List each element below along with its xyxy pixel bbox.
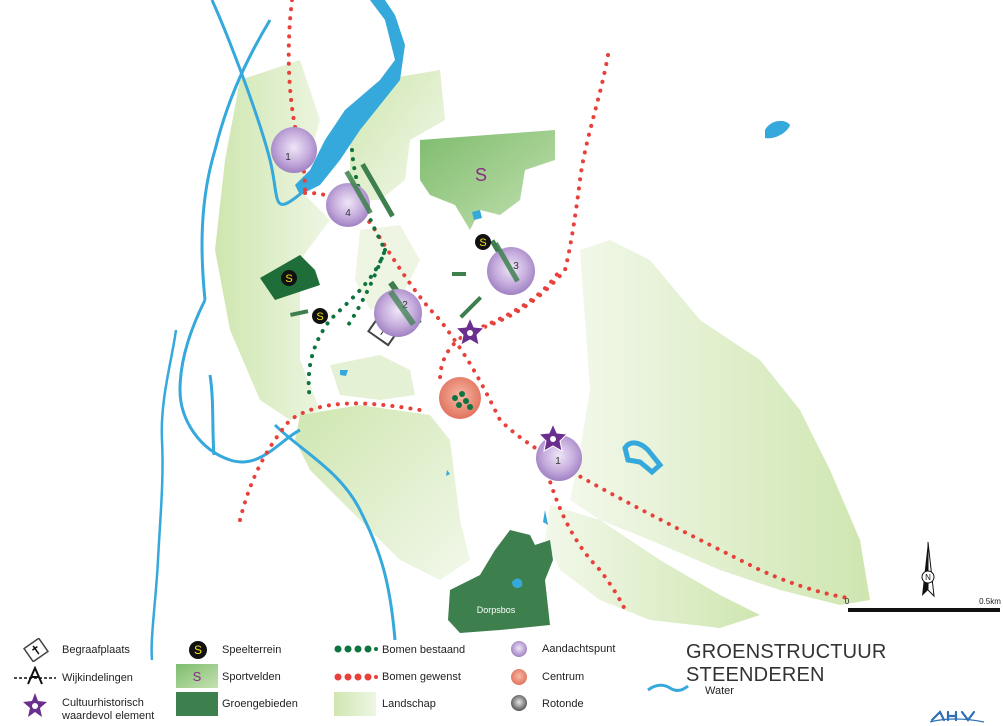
dorpsbos-label: Dorpsbos bbox=[477, 605, 516, 615]
heritage-star-center bbox=[454, 316, 486, 346]
green-strip-1 bbox=[290, 309, 309, 317]
logo-icon bbox=[930, 710, 985, 723]
legend-playground-label: Speelterrein bbox=[222, 644, 282, 656]
star-icon bbox=[23, 693, 47, 717]
legend: Begraafplaats Wijkindelingen Cultuurhist… bbox=[0, 630, 1003, 726]
svg-text:3: 3 bbox=[513, 261, 519, 272]
pond-small-2 bbox=[340, 370, 348, 376]
pond-small-4 bbox=[446, 470, 450, 476]
pond-small bbox=[472, 210, 482, 220]
green-strip-2 bbox=[452, 272, 466, 276]
svg-text:S: S bbox=[194, 643, 202, 657]
landscape-west bbox=[215, 60, 330, 420]
attention-point-1-north: 1 bbox=[271, 127, 317, 173]
district-line-icon bbox=[14, 666, 56, 685]
landscape-small bbox=[330, 355, 415, 400]
landscape-icon bbox=[334, 692, 376, 716]
legend-district-label: Wijkindelingen bbox=[62, 672, 133, 684]
river-south bbox=[273, 423, 397, 641]
legend-center-label: Centrum bbox=[542, 671, 585, 683]
sportsfield-label: S bbox=[475, 165, 487, 185]
attention-point-icon bbox=[511, 641, 527, 657]
river-bend bbox=[295, 0, 405, 195]
center-point bbox=[439, 377, 481, 419]
roundabout-icon bbox=[511, 695, 527, 711]
landscape-east bbox=[570, 240, 870, 605]
legend-roundabout-label: Rotonde bbox=[542, 698, 584, 710]
scale-bar: 0 0.5km bbox=[845, 597, 1001, 612]
existing-trees-icon bbox=[334, 645, 378, 653]
legend-greenarea-label: Groengebieden bbox=[222, 698, 298, 710]
scale-start: 0 bbox=[845, 597, 850, 606]
cemetery-icon bbox=[22, 638, 50, 662]
green-strip-4 bbox=[360, 163, 395, 218]
green-area-dorpsbos bbox=[448, 530, 553, 633]
svg-text:S: S bbox=[193, 669, 202, 684]
svg-text:S: S bbox=[316, 311, 323, 323]
svg-text:N: N bbox=[925, 573, 931, 582]
svg-text:2: 2 bbox=[402, 300, 408, 311]
legend-water-label: Water bbox=[705, 685, 734, 697]
water-west-2 bbox=[208, 374, 216, 456]
water-west-1 bbox=[150, 329, 178, 661]
river-west-branch bbox=[200, 19, 272, 301]
playground-north: S bbox=[475, 234, 491, 250]
svg-text:1: 1 bbox=[285, 152, 291, 163]
legend-attention-label: Aandachtspunt bbox=[542, 643, 616, 655]
landscape-center bbox=[295, 405, 470, 580]
svg-text:4: 4 bbox=[345, 208, 351, 219]
north-arrow-icon: N bbox=[921, 541, 935, 598]
pond-lake-east bbox=[622, 440, 664, 476]
legend-desired-trees-label: Bomen gewenst bbox=[382, 671, 461, 683]
sportsfield-north bbox=[420, 130, 555, 230]
center-icon bbox=[511, 669, 527, 685]
pond-dorpsbos bbox=[512, 578, 523, 589]
svg-text:S: S bbox=[285, 273, 292, 285]
legend-existing-trees-label: Bomen bestaand bbox=[382, 644, 466, 656]
green-strip-3 bbox=[459, 295, 483, 319]
pond-east bbox=[765, 120, 790, 139]
pond-small-3 bbox=[543, 510, 548, 525]
greenarea-icon bbox=[176, 692, 218, 716]
playground-mid: S bbox=[312, 308, 328, 324]
legend-cemetery-label: Begraafplaats bbox=[62, 644, 130, 656]
svg-text:1: 1 bbox=[555, 456, 561, 467]
svg-text:S: S bbox=[479, 237, 486, 249]
attention-point-2: 2 bbox=[374, 289, 422, 337]
river-main bbox=[210, 0, 306, 206]
legend-heritage-label: Cultuurhistorisch waardevol element bbox=[62, 697, 155, 722]
sportsfield-icon: S bbox=[176, 664, 218, 688]
landscape-near-church bbox=[355, 225, 420, 310]
scale-end: 0.5km bbox=[979, 597, 1001, 606]
landscape-southeast bbox=[545, 505, 760, 628]
legend-landscape-label: Landschap bbox=[382, 698, 436, 710]
map-title: GROENSTRUCTUUR STEENDEREN bbox=[686, 641, 887, 686]
heritage-star-south bbox=[537, 422, 569, 452]
desired-trees-icon bbox=[334, 673, 378, 681]
water-icon bbox=[647, 683, 689, 692]
playground-icon: S bbox=[189, 641, 207, 659]
existing-trees-routes bbox=[306, 148, 388, 402]
playground-west: S bbox=[281, 270, 297, 286]
legend-sportsfield-label: Sportvelden bbox=[222, 671, 281, 683]
